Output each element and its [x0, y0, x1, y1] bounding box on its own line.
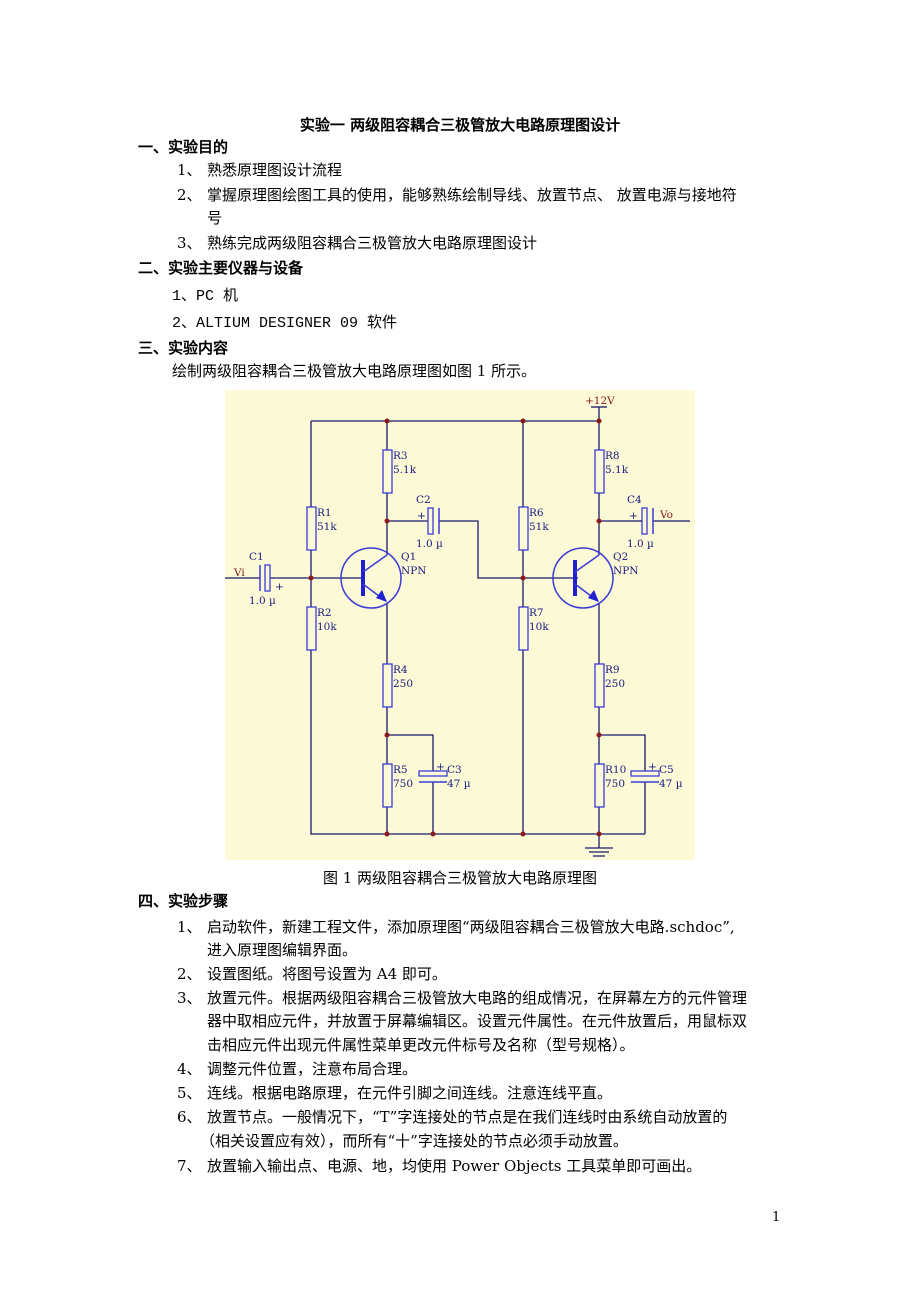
- c1-value: 1.0 µ: [249, 595, 276, 607]
- r8-value: 5.1k: [605, 464, 629, 476]
- item-text: 熟悉原理图设计流程: [207, 161, 343, 179]
- c5-ref: C5: [659, 764, 674, 776]
- item-text-continued: 号: [207, 209, 223, 227]
- item-text: 启动软件，新建工程文件，添加原理图“两级阻容耦合三极管放大电路.schdoc”,: [207, 918, 735, 936]
- figure-caption: 图 1 两级阻容耦合三极管放大电路原理图: [322, 869, 598, 887]
- item-number: 2、: [177, 186, 202, 204]
- r6-ref: R6: [529, 507, 544, 519]
- item-text: 调整元件位置，注意布局合理。: [207, 1060, 418, 1078]
- paragraph: 绘制两级阻容耦合三极管放大电路原理图如图 1 所示。: [172, 362, 537, 380]
- list-item: 2、设置图纸。将图号设置为 A4 即可。: [177, 965, 447, 983]
- r9-ref: R9: [605, 664, 620, 676]
- input-label: Vi: [233, 567, 245, 579]
- list-item: 3、熟练完成两级阻容耦合三极管放大电路原理图设计: [177, 234, 537, 252]
- item-text-continued: 器中取相应元件，并放置于屏幕编辑区。设置元件属性。在元件放置后，用鼠标双: [207, 1012, 748, 1030]
- c4-ref: C4: [627, 494, 642, 506]
- list-item: 3、放置元件。根据两级阻容耦合三极管放大电路的组成情况，在屏幕左方的元件管理: [177, 989, 747, 1007]
- c1-ref: C1: [249, 551, 264, 563]
- r5-value: 750: [393, 778, 413, 790]
- r9-value: 250: [605, 678, 625, 690]
- r4-value: 250: [393, 678, 413, 690]
- item-number: 5、: [177, 1084, 202, 1102]
- item-number: 2、: [177, 965, 202, 983]
- capacitors: [259, 507, 660, 783]
- document-title: 实验一 两级阻容耦合三极管放大电路原理图设计: [299, 116, 621, 134]
- item-text: 连线。根据电路原理，在元件引脚之间连线。注意连线平直。: [207, 1084, 613, 1102]
- r1-value: 51k: [317, 521, 337, 533]
- item-text: 设置图纸。将图号设置为 A4 即可。: [207, 965, 447, 983]
- c3-ref: C3: [447, 764, 462, 776]
- item-text: 放置输入输出点、电源、地，均使用 Power Objects 工具菜单即可画出。: [207, 1157, 702, 1175]
- item-number: 1、: [177, 161, 202, 179]
- r7-ref: R7: [529, 607, 544, 619]
- list-item: 6、放置节点。一般情况下，“T”字连接处的节点是在我们连线时由系统自动放置的: [177, 1108, 727, 1126]
- junction-dots: [308, 418, 602, 837]
- supply-label: +12V: [585, 395, 615, 407]
- transistor-q2: [552, 547, 614, 609]
- c3-value: 47 µ: [447, 778, 471, 790]
- list-item: 2、掌握原理图绘图工具的使用，能够熟练绘制导线、放置节点、 放置电源与接地符: [177, 186, 737, 204]
- c1-plus: +: [275, 581, 284, 593]
- c3-plus: +: [436, 761, 445, 773]
- item-text: 熟练完成两级阻容耦合三极管放大电路原理图设计: [207, 234, 538, 252]
- r8-ref: R8: [605, 450, 620, 462]
- r4-ref: R4: [393, 664, 408, 676]
- q2-ref: Q2: [613, 551, 628, 563]
- r3-value: 5.1k: [393, 464, 417, 476]
- list-item: 2、ALTIUM DESIGNER 09 软件: [172, 315, 398, 332]
- item-number: 7、: [177, 1157, 202, 1175]
- item-number: 3、: [177, 989, 202, 1007]
- item-text-continued: （相关设置应有效），而所有“十”字连接处的节点必须手动放置。: [200, 1132, 628, 1150]
- r10-value: 750: [605, 778, 625, 790]
- item-text: 放置元件。根据两级阻容耦合三极管放大电路的组成情况，在屏幕左方的元件管理: [207, 989, 748, 1007]
- item-number: 6、: [177, 1108, 202, 1126]
- c4-value: 1.0 µ: [627, 538, 654, 550]
- item-text: 掌握原理图绘图工具的使用，能够熟练绘制导线、放置节点、 放置电源与接地符: [207, 186, 737, 204]
- c2-plus: +: [417, 510, 426, 522]
- section-heading: 二、实验主要仪器与设备: [138, 259, 304, 277]
- r3-ref: R3: [393, 450, 408, 462]
- r2-ref: R2: [317, 607, 332, 619]
- c5-value: 47 µ: [659, 778, 683, 790]
- item-text-continued: 击相应元件出现元件属性菜单更改元件标号及名称（型号规格）。: [207, 1036, 635, 1054]
- list-item: 4、调整元件位置，注意布局合理。: [177, 1060, 417, 1078]
- section-heading: 三、实验内容: [138, 339, 229, 357]
- circuit-schematic: +12V Vi Vo R1 51k R2 10k R3 5.1k R4 250 …: [225, 390, 695, 860]
- r2-value: 10k: [317, 621, 337, 633]
- list-item: 5、连线。根据电路原理，在元件引脚之间连线。注意连线平直。: [177, 1084, 612, 1102]
- item-text: 放置节点。一般情况下，“T”字连接处的节点是在我们连线时由系统自动放置的: [207, 1108, 728, 1126]
- list-item: 7、放置输入输出点、电源、地，均使用 Power Objects 工具菜单即可画…: [177, 1157, 701, 1175]
- q1-ref: Q1: [401, 551, 416, 563]
- section-heading: 一、实验目的: [138, 138, 229, 156]
- item-number: 1、: [177, 918, 202, 936]
- c2-value: 1.0 µ: [416, 538, 443, 550]
- c4-plus: +: [629, 510, 638, 522]
- section-heading: 四、实验步骤: [138, 892, 229, 910]
- r5-ref: R5: [393, 764, 408, 776]
- q2-type: NPN: [613, 565, 638, 577]
- list-item: 1、PC 机: [172, 288, 239, 305]
- r6-value: 51k: [529, 521, 549, 533]
- c5-plus: +: [648, 761, 657, 773]
- page-number: 1: [772, 1210, 781, 1225]
- q1-type: NPN: [401, 565, 426, 577]
- item-number: 3、: [177, 234, 202, 252]
- list-item: 1、熟悉原理图设计流程: [177, 161, 342, 179]
- output-label: Vo: [659, 509, 673, 521]
- item-number: 4、: [177, 1060, 202, 1078]
- item-text-continued: 进入原理图编辑界面。: [207, 941, 358, 959]
- list-item: 1、启动软件，新建工程文件，添加原理图“两级阻容耦合三极管放大电路.schdoc…: [177, 918, 735, 936]
- r1-ref: R1: [317, 507, 332, 519]
- r10-ref: R10: [605, 764, 626, 776]
- c2-ref: C2: [416, 494, 431, 506]
- r7-value: 10k: [529, 621, 549, 633]
- transistor-q1: [340, 547, 402, 609]
- ground-symbol: [585, 847, 613, 857]
- resistors: [306, 449, 605, 808]
